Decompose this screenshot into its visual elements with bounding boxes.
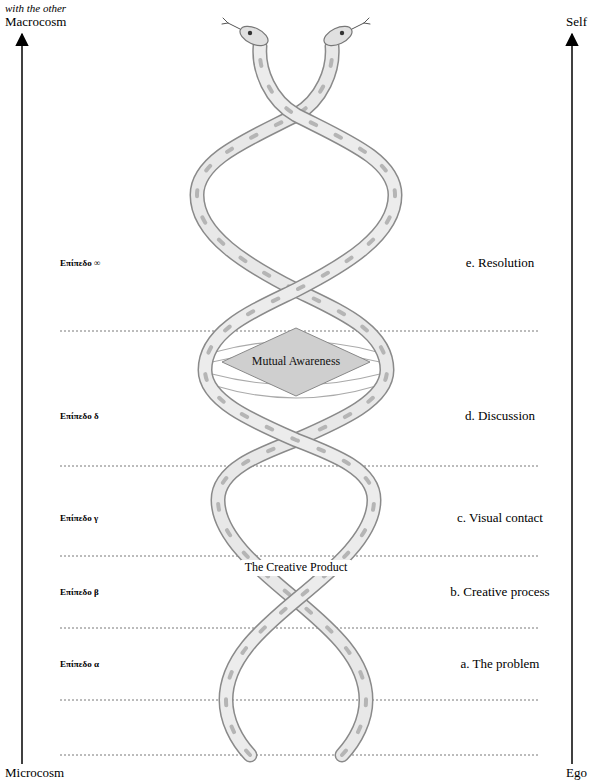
axis-label: Microcosm [5,766,64,781]
axis-label: Macrocosm [5,15,66,30]
axis-arrow [21,34,23,764]
axis-arrow [571,34,573,764]
stage-label: b. Creative process [450,585,549,600]
level-label: Επίπεδο γ [60,513,98,523]
level-label: Επίπεδο δ [60,411,99,421]
stage-label: e. Resolution [466,256,535,271]
snake-right [197,18,387,755]
stage-label: d. Discussion [465,409,535,424]
level-label: Επίπεδο α [60,659,99,669]
stage-label: a. The problem [461,657,540,672]
awareness-diamond: Mutual Awareness [221,327,371,397]
level-label: Επίπεδο β [60,587,99,597]
level-label: Επίπεδο ∞ [60,258,100,268]
diamond-shape [222,328,370,396]
axis-label: Ego [566,766,587,781]
node-text: Mutual Awareness [221,355,371,369]
snake-left [205,18,395,755]
stage-label: c. Visual contact [457,511,543,526]
caption-fragment: with the other [5,2,66,15]
product-label: The Creative Product [241,560,352,576]
axis-label: Self [566,15,587,30]
